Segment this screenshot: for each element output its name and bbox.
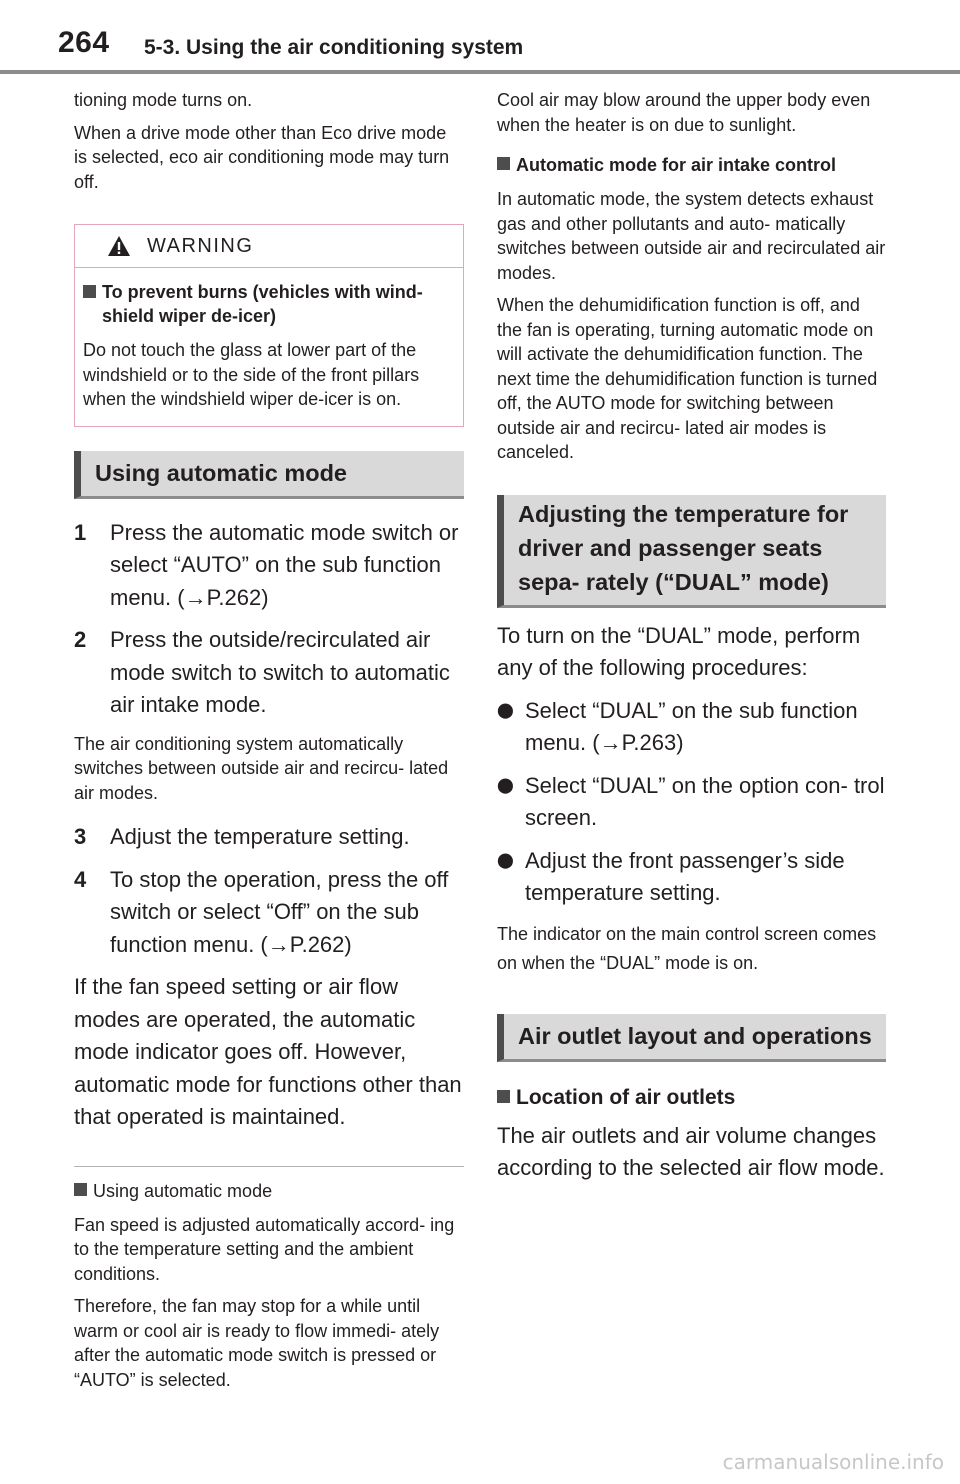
bullet-dot-icon: ⬤ xyxy=(497,776,514,794)
list-item: ⬤ Adjust the front passenger’s side temp… xyxy=(497,845,886,910)
air-outlet-paragraph: The air outlets and air volume changes a… xyxy=(497,1122,885,1181)
section-heading-air-outlets: Air outlet layout and operations xyxy=(497,1013,886,1062)
page-number: 264 xyxy=(58,26,110,59)
bullet-dot-icon: ⬤ xyxy=(497,851,514,869)
dual-indicator-note: The indicator on the main control screen… xyxy=(497,923,877,973)
dual-bullet-list: ⬤ Select “DUAL” on the sub function menu… xyxy=(497,695,886,910)
header-rule xyxy=(0,70,960,74)
step-item: 4 To stop the operation, press the off s… xyxy=(74,864,464,962)
page-header: 264 5-3. Using the air conditioning syst… xyxy=(0,0,960,76)
air-intake-paragraph: In automatic mode, the system detects ex… xyxy=(497,189,886,283)
dual-intro: To turn on the “DUAL” mode, perform any … xyxy=(497,622,861,681)
steps-list: 1 Press the automatic mode switch or sel… xyxy=(74,517,464,722)
step-text: Press the automatic mode switch or selec… xyxy=(110,519,459,610)
step-text: To stop the operation, press the off swi… xyxy=(110,866,449,957)
list-item: ⬤ Select “DUAL” on the option con- trol … xyxy=(497,770,886,835)
step-number: 4 xyxy=(74,866,87,892)
subheading-text: Using automatic mode xyxy=(93,1180,273,1201)
step-number: 2 xyxy=(74,627,87,652)
list-item-text: Select “DUAL” on the option con- trol sc… xyxy=(525,772,885,831)
fan-stop-paragraph: Therefore, the fan may stop for a while … xyxy=(74,1296,440,1390)
square-bullet-icon xyxy=(74,1182,87,1196)
cool-air-paragraph: Cool air may blow around the upper body … xyxy=(497,90,871,135)
step-number: 3 xyxy=(74,824,87,849)
step-text: Adjust the temperature setting. xyxy=(110,824,410,849)
list-item: ⬤ Select “DUAL” on the sub function menu… xyxy=(497,695,886,760)
bullet-dot-icon: ⬤ xyxy=(497,701,514,719)
square-bullet-icon xyxy=(83,285,96,298)
step-item: 3 Adjust the temperature setting. xyxy=(74,821,464,854)
intro-paragraph: When a drive mode other than Eco drive m… xyxy=(74,122,450,192)
warning-subheading-text: To prevent burns (vehicles with wind- sh… xyxy=(102,282,423,326)
dehumidification-paragraph: When the dehumidification function is of… xyxy=(497,295,878,462)
right-column: Cool air may blow around the upper body … xyxy=(497,88,886,1185)
warning-box: WARNING To prevent burns (vehicles with … xyxy=(74,224,464,427)
step-note: The air conditioning system automaticall… xyxy=(74,733,449,803)
square-bullet-icon xyxy=(497,1089,510,1103)
section-heading-dual-mode: Adjusting the temperature for driver and… xyxy=(497,494,886,608)
list-item-text: Adjust the front passenger’s side temper… xyxy=(525,847,845,906)
automatic-mode-paragraph: If the fan speed setting or air flow mod… xyxy=(74,974,462,1129)
intro-continuation: tioning mode turns on. xyxy=(74,90,253,110)
step-number: 1 xyxy=(74,519,87,545)
warning-title: WARNING xyxy=(147,235,254,257)
warning-body: To prevent burns (vehicles with wind- sh… xyxy=(75,268,463,426)
warning-triangle-icon xyxy=(108,236,130,256)
warning-header: WARNING xyxy=(75,225,463,268)
subheading-air-intake-control: Automatic mode for air intake control xyxy=(497,153,886,177)
subheading-location-air-outlets: Location of air outlets xyxy=(497,1086,886,1110)
fan-speed-paragraph: Fan speed is adjusted automatically acco… xyxy=(74,1214,455,1284)
subheading-text: Location of air outlets xyxy=(516,1085,736,1109)
step-item: 1 Press the automatic mode switch or sel… xyxy=(74,517,464,615)
warning-subheading: To prevent burns (vehicles with wind- sh… xyxy=(83,280,453,328)
warning-text: Do not touch the glass at lower part of … xyxy=(83,340,420,409)
step-text: Press the outside/recirculated air mode … xyxy=(110,627,450,717)
subheading-using-automatic-mode: Using automatic mode xyxy=(74,1179,464,1203)
square-bullet-icon xyxy=(497,157,510,170)
list-item-text: Select “DUAL” on the sub function menu. … xyxy=(525,697,858,756)
step-item: 2 Press the outside/recirculated air mod… xyxy=(74,624,464,722)
left-column: tioning mode turns on. When a drive mode… xyxy=(74,88,464,1392)
subheading-text: Automatic mode for air intake control xyxy=(516,155,837,175)
chapter-title: 5-3. Using the air conditioning system xyxy=(144,36,524,59)
section-heading-automatic-mode: Using automatic mode xyxy=(74,450,464,499)
divider xyxy=(74,1165,464,1167)
watermark: carmanualsonline.info xyxy=(722,1450,944,1474)
steps-list-continued: 3 Adjust the temperature setting. 4 To s… xyxy=(74,821,464,961)
